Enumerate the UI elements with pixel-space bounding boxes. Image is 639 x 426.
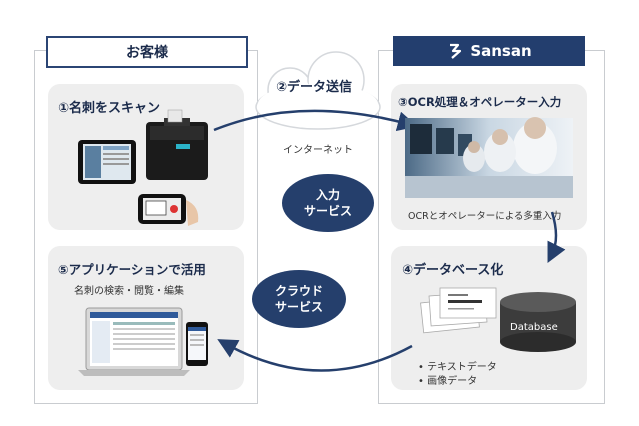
step2-caption: インターネット — [283, 145, 353, 156]
business-cards-icon — [420, 287, 497, 334]
input-service-bubble: 入力 サービス — [282, 174, 374, 232]
bullet-text-data: テキストデータ — [427, 362, 497, 373]
operators-photo — [405, 117, 573, 198]
step4-bullet-text: • テキストデータ — [418, 362, 497, 373]
scanner-icon — [146, 109, 208, 180]
cloud-service-bubble: クラウド サービス — [252, 270, 346, 328]
customer-header: お客様 — [46, 36, 248, 68]
tablet-icon — [78, 140, 136, 184]
step1-title: ①名刺をスキャン — [58, 101, 161, 116]
arrow-scan-to-ocr — [213, 109, 418, 132]
database-label: Database — [510, 322, 558, 333]
step2-title: ②データ送信 — [276, 80, 353, 95]
step4-title: ④データベース化 — [402, 263, 504, 278]
smartphone-scan-icon — [138, 194, 199, 226]
bullet-image-data: 画像データ — [427, 376, 478, 387]
arrow-ocr-to-db — [547, 211, 566, 263]
step3-title: ③OCR処理＆オペレーター入力 — [398, 95, 562, 109]
database-icon — [500, 292, 576, 352]
cloud-service-line1: クラウド — [274, 284, 323, 298]
sansan-logo-icon — [450, 43, 462, 59]
laptop-icon — [78, 307, 190, 376]
sansan-header-label: Sansan — [470, 42, 532, 60]
input-service-line2: サービス — [303, 204, 352, 218]
cloud-icon — [255, 51, 381, 130]
smartphone-app-icon — [186, 322, 208, 366]
cloud-service-line2: サービス — [274, 300, 323, 314]
input-service-line1: 入力 — [315, 188, 340, 202]
step4-bullet-image: • 画像データ — [418, 376, 478, 387]
arrow-db-to-app — [217, 339, 413, 372]
sansan-header: Sansan — [393, 36, 585, 66]
step5-caption: 名刺の検索・閲覧・編集 — [74, 286, 184, 297]
step3-caption: OCRとオペレーターによる多重入力 — [408, 211, 562, 222]
step5-title: ⑤アプリケーションで活用 — [58, 262, 206, 277]
